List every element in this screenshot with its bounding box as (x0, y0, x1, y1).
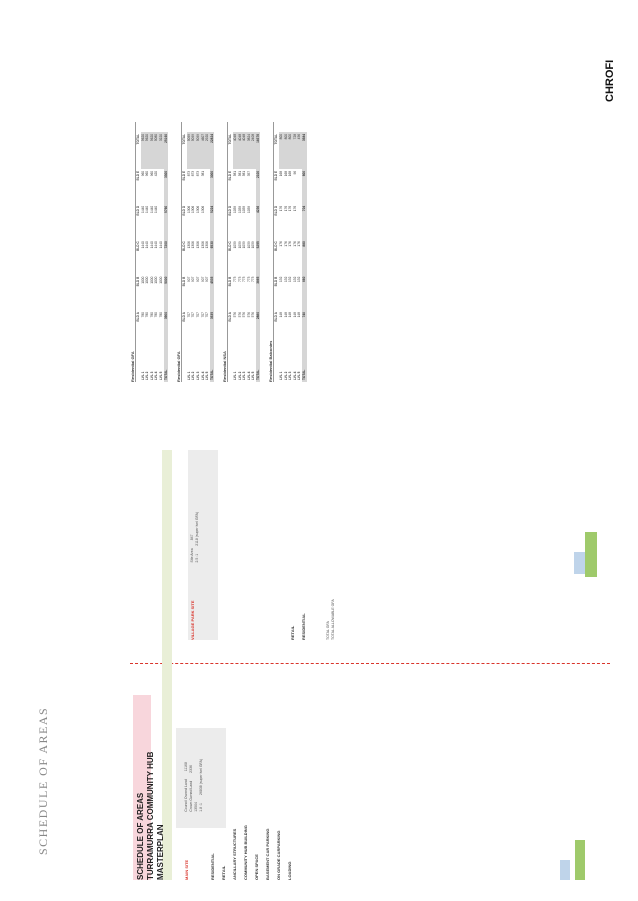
loading-section: LOADING (287, 861, 292, 880)
total-cell: 18376 (255, 132, 261, 169)
open-space-section: OPEN SPACE (254, 854, 259, 880)
total-allowable-gfa-highlight (585, 532, 597, 577)
total-cell: 3900 (163, 310, 169, 346)
row-label: TOTAL (302, 345, 307, 382)
total-cell: 5760 (163, 203, 169, 240)
village-retail-section: RETAIL (290, 625, 295, 640)
main-gfa-note: 26838 (super lvel GFA) (199, 759, 203, 795)
village-fsr-value: 2.5 :1 (195, 553, 199, 563)
community-hub-section: COMMUNITY HUB BUILDING (243, 825, 248, 880)
ancillary-section: ANCILLARY STRUCTURES (232, 828, 237, 880)
total-cell: 600 (302, 168, 307, 204)
total-cell: 5000 (163, 274, 169, 311)
total-cell: 660 (302, 274, 307, 311)
brand-logo: CHROFI (604, 52, 618, 102)
village-park-panel: VILLAGE PARK SITE Site Area 847 2.5 :1 2… (176, 460, 476, 640)
main-fsr-value: 1.8 :1 (199, 803, 203, 812)
brand-name: CHROFI (604, 59, 616, 102)
village-park-label: VILLAGE PARK SITE (190, 600, 195, 640)
total-allowable-gfa-highlight-main (575, 840, 585, 880)
total-cell: 3584 (302, 132, 307, 169)
village-residential-section: RESIDENTIAL (301, 613, 306, 640)
total-cell: 740 (302, 310, 307, 346)
crown-land-value: 2336 (189, 765, 193, 773)
on-grade-section: ON GRADE CARPARKING (276, 830, 281, 880)
total-cell: 3535 (209, 310, 215, 346)
total-cell: 704 (302, 203, 307, 240)
total-cell: 5224 (209, 203, 215, 240)
village-gfa-note: 2118 (super lvel GFA) (195, 511, 199, 546)
document-caption: SCHEDULE OF AREAS (36, 706, 50, 855)
car-parking-section: BASEMENT CAR PARKING (265, 828, 270, 880)
total-cell: 6530 (209, 239, 215, 275)
schedule-panel: SCHEDULE OF AREAS TURRAMURRA COMMUNITY H… (136, 700, 606, 880)
row-label: TOTAL (209, 345, 215, 382)
total-cell: 3000 (209, 168, 215, 204)
main-site-row: MAIN SITE Council Owned Land 11168 Crown… (184, 700, 204, 880)
row-label: TOTAL (255, 345, 261, 382)
highlight-band (162, 450, 172, 880)
total-cell: 2100 (255, 168, 261, 204)
schedule-subtitle: TURRAMURRA COMMUNITY HUB MASTERPLAN (146, 751, 165, 880)
section-divider (130, 663, 610, 664)
total-cell: 25160 (163, 132, 169, 169)
title-band (133, 695, 151, 880)
total-cell: 4236 (255, 203, 261, 240)
total-gfa-highlight (574, 552, 586, 574)
residential-section: RESIDENTIAL (210, 853, 215, 880)
total-allowable-gfa-label: TOTAL ALLOWABLE GFA (331, 599, 335, 640)
main-site-box (176, 728, 226, 828)
total-cell: 4535 (209, 274, 215, 311)
total-cell: 880 (302, 239, 307, 275)
total-cell: 2880 (255, 310, 261, 346)
total-cell: 22824 (209, 132, 215, 169)
retail-section: RETAIL (221, 865, 226, 880)
total-gfa-highlight-main (560, 860, 570, 880)
total-cell: 3865 (255, 274, 261, 311)
row-label: TOTAL (163, 345, 169, 382)
total-cell: 5295 (255, 239, 261, 275)
total-cell: 7200 (163, 239, 169, 275)
village-park-box (188, 450, 218, 640)
total-cell: 3300 (163, 168, 169, 204)
main-site-label: MAIN SITE (184, 859, 189, 880)
schedule-title: SCHEDULE OF AREAS (136, 792, 145, 880)
